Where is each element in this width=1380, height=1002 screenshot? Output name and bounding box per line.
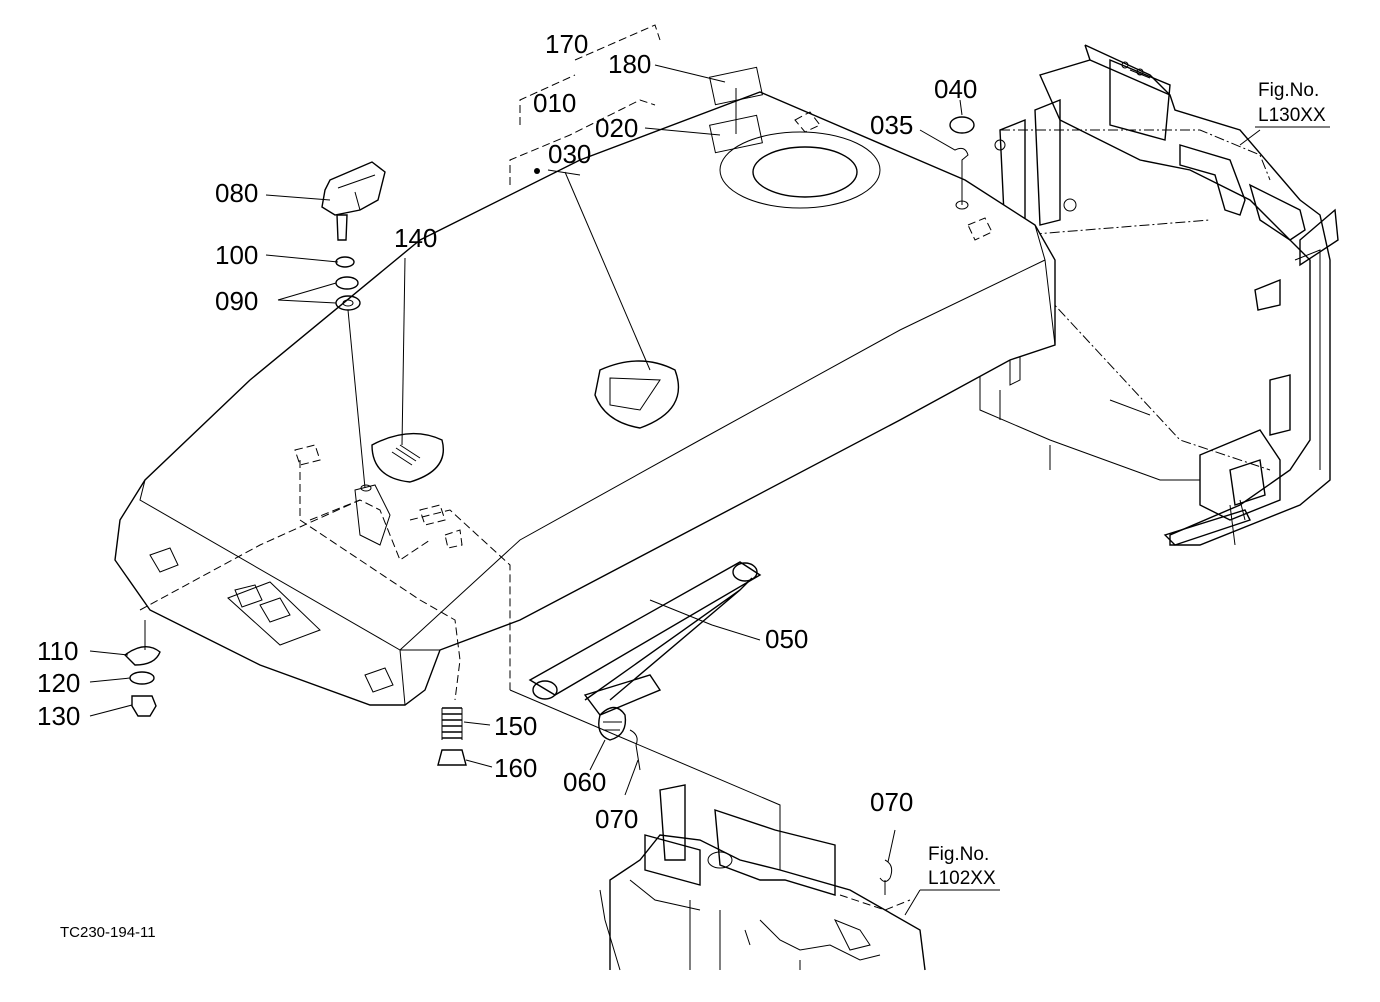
label-140: 140 xyxy=(394,223,437,253)
drawing-code: TC230-194-11 xyxy=(60,924,156,941)
label-180: 180 xyxy=(608,49,651,79)
label-070-lower: 070 xyxy=(595,804,638,834)
label-010: 010 xyxy=(533,88,576,118)
label-150: 150 xyxy=(494,711,537,741)
bolt-assembly-drawing xyxy=(123,620,161,717)
label-100: 100 xyxy=(215,240,258,270)
fig-ref-bottom-line2: L102XX xyxy=(928,868,996,889)
spring-assembly-drawing xyxy=(437,707,467,766)
hood-drawing xyxy=(114,91,1056,706)
label-020: 020 xyxy=(595,113,638,143)
part-labels: 170 180 010 020 030 040 035 080 140 100 … xyxy=(37,29,977,834)
label-060: 060 xyxy=(563,767,606,797)
label-090: 090 xyxy=(215,286,258,316)
label-050: 050 xyxy=(765,624,808,654)
leader-lines xyxy=(89,64,1261,916)
label-070-right: 070 xyxy=(870,787,913,817)
fig-ref-top-line1: Fig.No. xyxy=(1258,80,1319,101)
bottom-frame-drawing xyxy=(599,784,926,971)
label-110: 110 xyxy=(37,636,78,666)
label-130: 130 xyxy=(37,701,80,731)
stay-drawing xyxy=(509,561,781,870)
fig-ref-bottom: Fig.No. L102XX xyxy=(928,844,996,889)
fig-ref-bottom-line1: Fig.No. xyxy=(928,844,989,865)
label-170: 170 xyxy=(545,29,588,59)
fig-ref-top-line2: L130XX xyxy=(1258,105,1326,126)
label-030: 030 xyxy=(548,139,591,169)
fig-ref-top: Fig.No. L130XX xyxy=(1255,80,1330,128)
label-035: 035 xyxy=(870,110,913,140)
decal-drawing xyxy=(509,24,763,185)
label-120: 120 xyxy=(37,668,80,698)
label-040: 040 xyxy=(934,74,977,104)
label-160: 160 xyxy=(494,753,537,783)
label-080: 080 xyxy=(215,178,258,208)
